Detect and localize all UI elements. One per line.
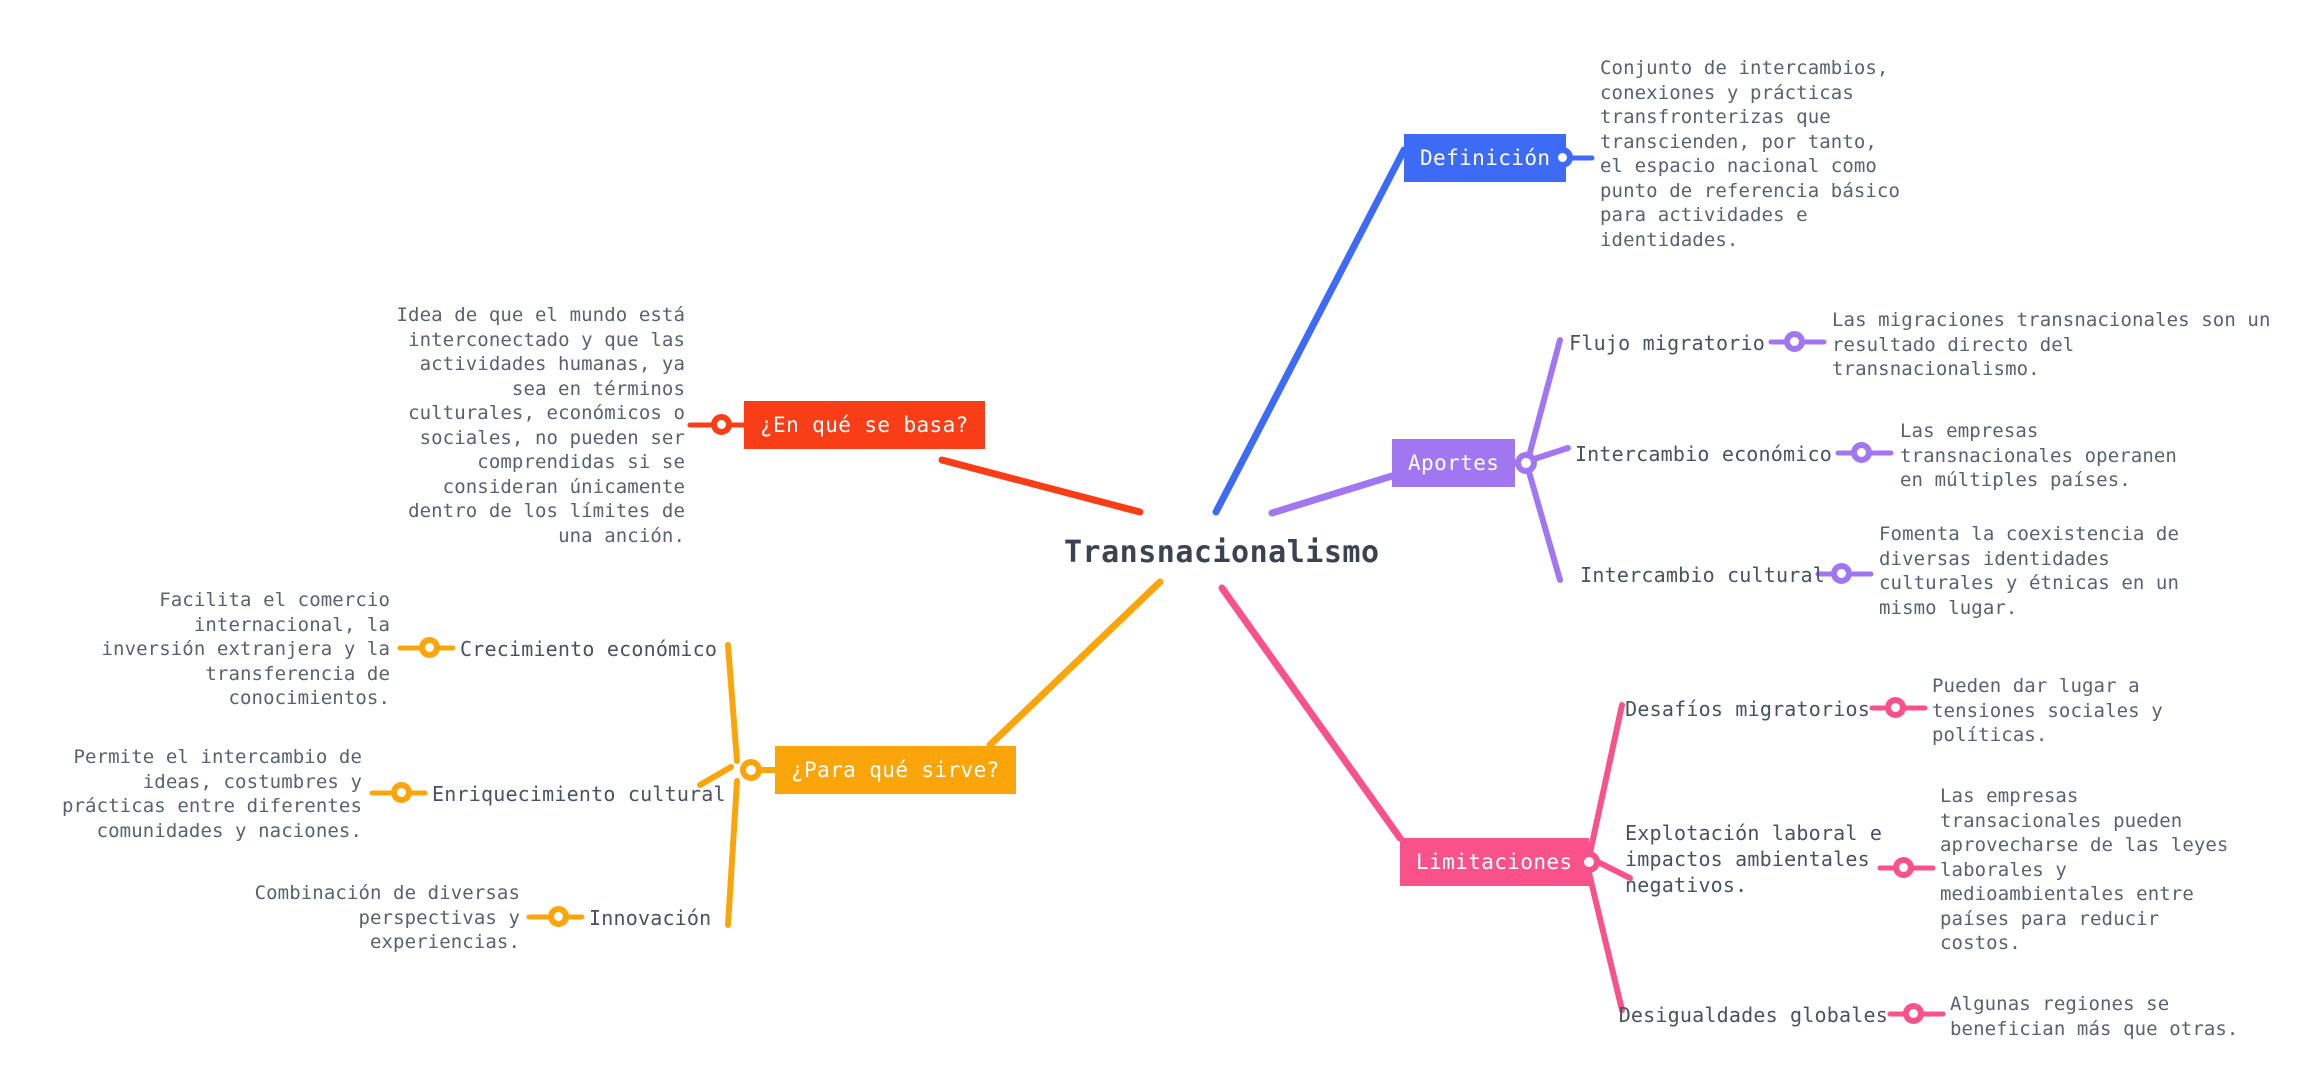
topic-para-que-sirve[interactable]: ¿Para qué sirve? (775, 746, 1016, 794)
topic-definicion[interactable]: Definición (1404, 134, 1567, 182)
wire-aportes-child-1 (1526, 337, 1563, 459)
wire-group-limitaciones (1218, 584, 1946, 1017)
leaf-desigualdades-globales-description: Algunas regiones se benefician más que o… (1950, 993, 2239, 1040)
connector-ring-flujo-migratorio[interactable] (1784, 331, 1805, 352)
connector-ring-intercambio-economico[interactable] (1851, 442, 1872, 463)
connector-ring-crecimiento-economico[interactable] (419, 637, 440, 658)
connector-ring-desafios-migratorios[interactable] (1885, 697, 1906, 718)
topic-definicion-label: Definición (1420, 146, 1551, 170)
leaf-explotacion-laboral-description: Las empresas transacionales pueden aprov… (1940, 785, 2229, 954)
leaf-en-que-se-basa-description: Idea de que el mundo está interconectado… (396, 304, 685, 547)
connector-ring-innovacion[interactable] (548, 906, 569, 927)
topic-aportes-label: Aportes (1408, 451, 1500, 475)
subtopic-explotacion-laboral: Explotación laboral e impactos ambiental… (1625, 821, 1883, 897)
hub-dot-aportes[interactable] (1515, 452, 1537, 474)
topic-aportes[interactable]: Aportes (1392, 439, 1516, 487)
leaf-flujo-migratorio-description: Las migraciones transnacionales son un r… (1832, 309, 2271, 380)
subtopic-flujo-migratorio: Flujo migratorio (1569, 331, 1765, 355)
topic-limitaciones-label: Limitaciones (1416, 850, 1573, 874)
wire-group-para-que-sirve (369, 578, 1164, 928)
wire-root-to-aportes (1268, 472, 1396, 517)
topic-en-que-se-basa[interactable]: ¿En qué se basa? (744, 401, 985, 449)
wire-root-to-limitaciones (1218, 584, 1404, 842)
connector-ring-desigualdades-globales[interactable] (1903, 1003, 1924, 1024)
subtopic-innovacion: Innovación (589, 906, 712, 930)
topic-para-que-sirve-label: ¿Para qué sirve? (791, 758, 1000, 782)
wire-para-child-1 (725, 642, 740, 764)
subtopic-crecimiento-economico: Crecimiento económico (460, 637, 718, 661)
topic-limitaciones[interactable]: Limitaciones (1400, 838, 1589, 886)
wire-limitaciones-child-3 (1586, 870, 1625, 1013)
leaf-desafios-migratorios-description: Pueden dar lugar a tensiones sociales y … (1932, 675, 2163, 746)
subtopic-desafios-migratorios: Desafíos migratorios (1625, 697, 1870, 721)
wire-limitaciones-child-1 (1587, 702, 1625, 856)
hub-dot-para-que-sirve[interactable] (740, 759, 762, 781)
leaf-innovacion-description: Combinación de diversas perspectivas y e… (254, 882, 520, 953)
connector-ring-explotacion-laboral[interactable] (1893, 857, 1914, 878)
wire-root-to-en-que-se-basa (938, 456, 1144, 516)
connector-ring-en-que-se-basa[interactable] (711, 414, 732, 435)
wire-root-to-definicion (1212, 146, 1408, 516)
leaf-definicion-description: Conjunto de intercambios, conexiones y p… (1600, 57, 1901, 251)
leaf-crecimiento-economico-description: Facilita el comercio internacional, la i… (101, 589, 390, 709)
leaf-intercambio-economico-description: Las empresas transnacionales operanen en… (1900, 420, 2177, 491)
topic-en-que-se-basa-label: ¿En qué se basa? (760, 413, 969, 437)
connector-ring-enriquecimiento-cultural[interactable] (391, 782, 412, 803)
hub-dot-limitaciones[interactable] (1578, 851, 1600, 873)
leaf-intercambio-cultural-description: Fomenta la coexistencia de diversas iden… (1879, 523, 2180, 619)
subtopic-intercambio-cultural: Intercambio cultural (1580, 563, 1825, 587)
wire-root-to-para-que-sirve (986, 578, 1164, 749)
subtopic-intercambio-economico: Intercambio económico (1574, 442, 1832, 466)
connector-ring-definicion[interactable] (1552, 147, 1573, 168)
leaf-enriquecimiento-cultural-description: Permite el intercambio de ideas, costumb… (61, 746, 362, 842)
subtopic-desigualdades-globales: Desigualdades globales (1618, 1003, 1888, 1027)
connector-ring-intercambio-cultural[interactable] (1831, 563, 1852, 584)
subtopic-enriquecimiento-cultural: Enriquecimiento cultural (432, 782, 726, 806)
root-node-label: Transnacionalismo (1064, 535, 1380, 570)
